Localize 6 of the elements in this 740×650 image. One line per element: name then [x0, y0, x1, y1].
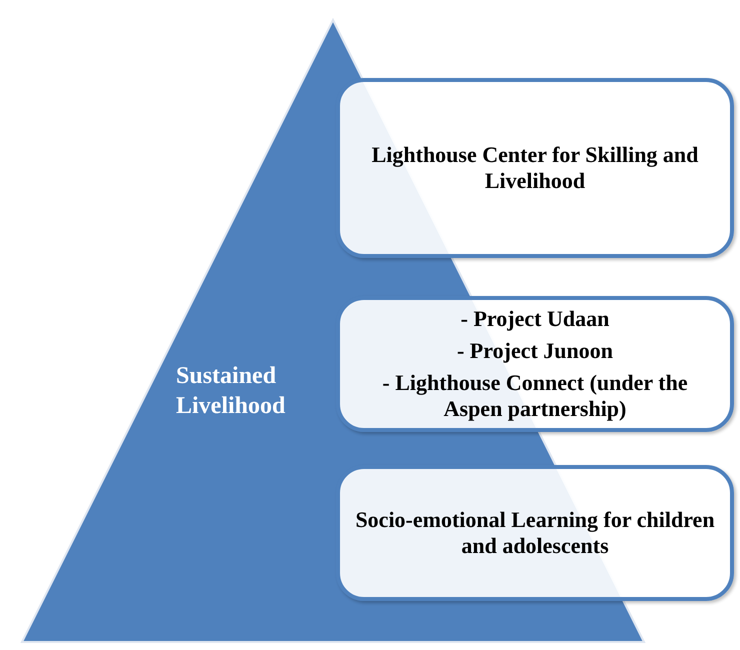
box-text: - Project Junoon: [456, 338, 614, 364]
pyramid-label: Sustained Livelihood: [176, 362, 286, 421]
box-text: - Lighthouse Connect (under the Aspen partnership): [381, 370, 689, 422]
box-text: Socio-emotional Learning for children and adolescents: [354, 507, 716, 559]
box-text: Lighthouse Center for Skilling and Livelihood: [370, 142, 700, 194]
box-text: - Project Udaan: [460, 306, 610, 332]
